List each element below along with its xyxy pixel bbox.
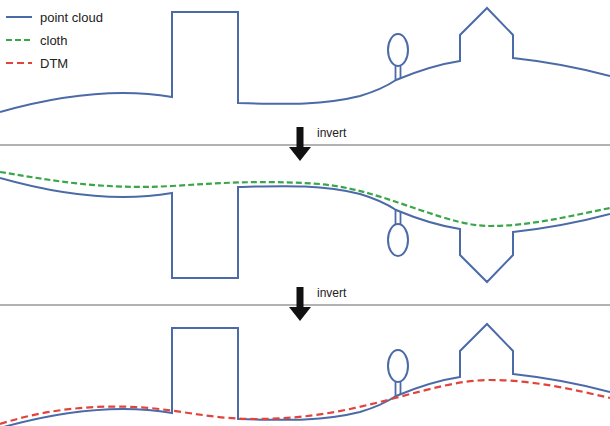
invert-arrow <box>289 127 311 161</box>
legend-text: point cloud <box>40 10 103 25</box>
panel-separator <box>0 144 610 145</box>
legend-entry: cloth <box>4 32 67 48</box>
dtm-curve <box>0 380 610 424</box>
legend-text: DTM <box>40 56 68 71</box>
inverted-scene <box>0 178 610 282</box>
legend-sample <box>4 32 34 48</box>
legend-text: cloth <box>40 33 67 48</box>
invert-arrow <box>289 287 311 321</box>
panel-separator <box>0 304 610 305</box>
legend-line <box>6 62 32 64</box>
step-label: invert <box>315 126 348 140</box>
restored-scene <box>0 324 610 426</box>
original-scene <box>0 8 610 112</box>
legend-entry: point cloud <box>4 9 103 25</box>
legend-line <box>6 39 32 41</box>
legend-sample <box>4 9 34 25</box>
legend-line <box>6 16 32 18</box>
step-label: invert <box>315 286 348 300</box>
cloth-curve <box>0 172 610 226</box>
legend-entry: DTM <box>4 55 68 71</box>
legend-sample <box>4 55 34 71</box>
